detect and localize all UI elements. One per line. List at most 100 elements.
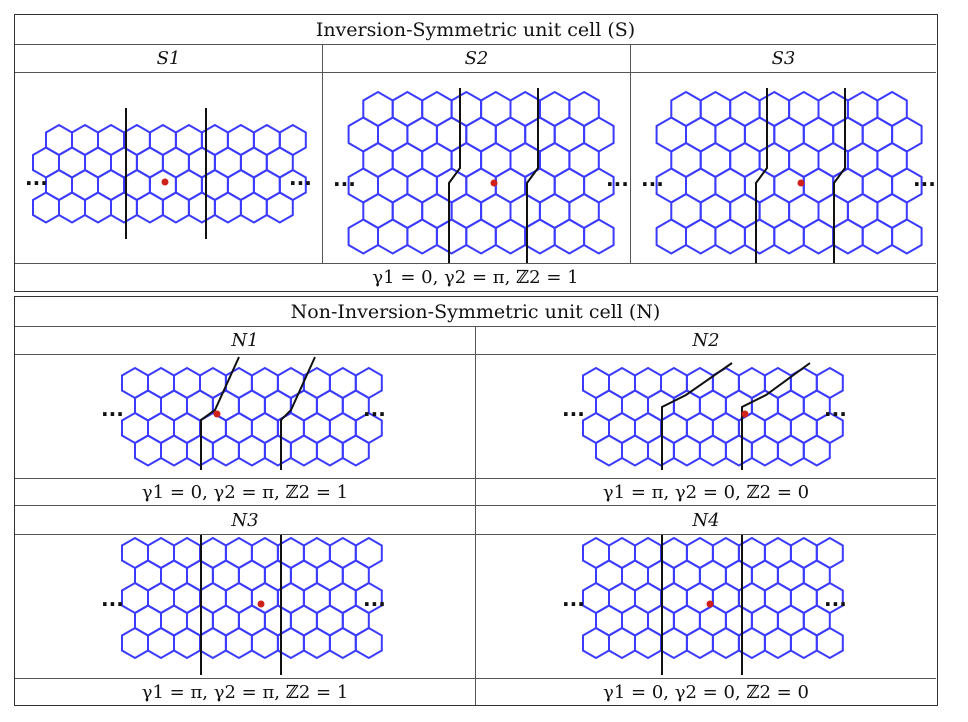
hexagon <box>110 191 138 224</box>
hexagon <box>406 218 438 255</box>
hexagon <box>347 218 379 255</box>
hexagon <box>524 218 556 255</box>
honeycomb-lattice <box>655 90 923 255</box>
hexagon <box>435 218 468 255</box>
hexagon <box>213 191 242 224</box>
hexagon <box>84 191 112 224</box>
hexagon <box>743 218 776 255</box>
hexagon <box>802 434 831 467</box>
lattice-n1: ··· ··· <box>101 356 386 470</box>
ellipsis-mark: ··· <box>641 172 664 196</box>
hexagon <box>789 626 818 660</box>
honeycomb-lattice <box>121 366 383 467</box>
honeycomb-lattice <box>32 123 307 224</box>
hexagon <box>302 626 331 660</box>
inversion-center-dot <box>257 600 265 608</box>
hexagon <box>250 626 279 660</box>
unit-cell-boundary <box>280 356 316 470</box>
honeycomb-lattice <box>121 536 383 660</box>
hexagon <box>239 191 268 224</box>
hexagon <box>160 434 188 467</box>
lattice-s2: ······ <box>333 88 629 263</box>
ellipsis-mark: ··· <box>101 402 124 426</box>
hexagon <box>328 626 357 660</box>
hexagon <box>187 191 216 224</box>
invariants-label: γ1 = 0, γ2 = π, ℤ2 = 1 <box>372 267 579 288</box>
hexagon <box>608 626 636 660</box>
hexagon <box>634 626 662 660</box>
lattice-n3: ··· ··· <box>101 535 386 675</box>
ellipsis-mark: ··· <box>562 592 585 616</box>
ellipsis-mark: ··· <box>913 172 935 196</box>
hexagon <box>861 218 894 255</box>
cell-label-n1: N1 <box>231 329 259 351</box>
hexagon <box>32 191 60 224</box>
honeycomb-lattice <box>347 90 615 255</box>
hexagon <box>583 218 615 255</box>
inversion-center-dot <box>741 410 749 418</box>
hexagon <box>58 191 86 224</box>
hexagon <box>553 218 586 255</box>
hexagon <box>660 626 688 660</box>
hexagon <box>685 218 717 255</box>
hexagon <box>647 434 675 467</box>
inversion-center-dot <box>161 178 169 186</box>
ellipsis-mark: ··· <box>101 592 124 616</box>
hexagon <box>714 218 746 255</box>
hexagon <box>224 626 253 660</box>
hexagon <box>802 218 835 255</box>
lattice-n2: ······ <box>562 362 847 470</box>
table-title: Non-Inversion-Symmetric unit cell (N) <box>290 300 661 323</box>
unit-cell-boundary <box>755 88 768 263</box>
hexagon <box>763 626 792 660</box>
hexagon <box>265 191 294 224</box>
hexagon <box>582 626 610 660</box>
hexagon <box>724 434 753 467</box>
lattice-n4: ··· ··· <box>562 535 847 675</box>
lattice-s1: ··· ··· <box>25 108 312 239</box>
hexagon <box>621 434 649 467</box>
unit-cell-boundary <box>741 362 811 470</box>
invariants-n2: γ1 = π, γ2 = 0, ℤ2 = 0 <box>602 481 810 503</box>
ellipsis-mark: ··· <box>289 171 312 195</box>
lattice-s3: ··· ··· <box>641 88 935 263</box>
hexagon <box>465 218 497 255</box>
hexagon <box>211 434 240 467</box>
honeycomb-lattice <box>582 366 844 467</box>
ellipsis-mark: ··· <box>363 592 386 616</box>
hexagon <box>147 626 175 660</box>
non-inversion-symmetric-table: Non-Inversion-Symmetric unit cell (N) N1… <box>14 296 938 706</box>
hexagon <box>494 218 527 255</box>
hexagon <box>199 626 227 660</box>
hexagon <box>135 191 164 224</box>
hexagon <box>354 626 383 660</box>
ellipsis-mark: ··· <box>25 171 48 195</box>
invariants-n4: γ1 = 0, γ2 = 0, ℤ2 = 0 <box>603 681 809 703</box>
hexagon <box>832 218 864 255</box>
ellipsis-mark: ··· <box>562 402 585 426</box>
hexagon <box>173 626 201 660</box>
hexagon <box>776 434 805 467</box>
cell-label-n2: N2 <box>692 329 720 351</box>
unit-cell-boundary <box>526 88 539 263</box>
hexagon <box>263 434 292 467</box>
inversion-center-dot <box>706 600 714 608</box>
invariants-n1: γ1 = 0, γ2 = π, ℤ2 = 1 <box>141 481 349 503</box>
inversion-symmetric-table: Inversion-Symmetric unit cell (S) S1 S2 … <box>14 14 938 292</box>
table-title: Inversion-Symmetric unit cell (S) <box>315 18 636 41</box>
hexagon <box>891 218 923 255</box>
column-label-s1: S1 <box>156 48 181 69</box>
ellipsis-mark: ··· <box>363 402 386 426</box>
honeycomb-lattice <box>582 536 844 660</box>
hexagon <box>698 434 727 467</box>
hexagon <box>315 434 344 467</box>
inversion-center-dot <box>797 179 805 187</box>
unit-cell-boundary <box>833 88 846 263</box>
ellipsis-mark: ··· <box>824 592 847 616</box>
hexagon <box>773 218 805 255</box>
invariants-n3: γ1 = π, γ2 = π, ℤ2 = 1 <box>141 681 349 703</box>
hexagon <box>186 434 214 467</box>
hexagon <box>595 434 623 467</box>
inversion-center-dot <box>213 410 221 418</box>
column-label-s2: S2 <box>464 48 489 69</box>
